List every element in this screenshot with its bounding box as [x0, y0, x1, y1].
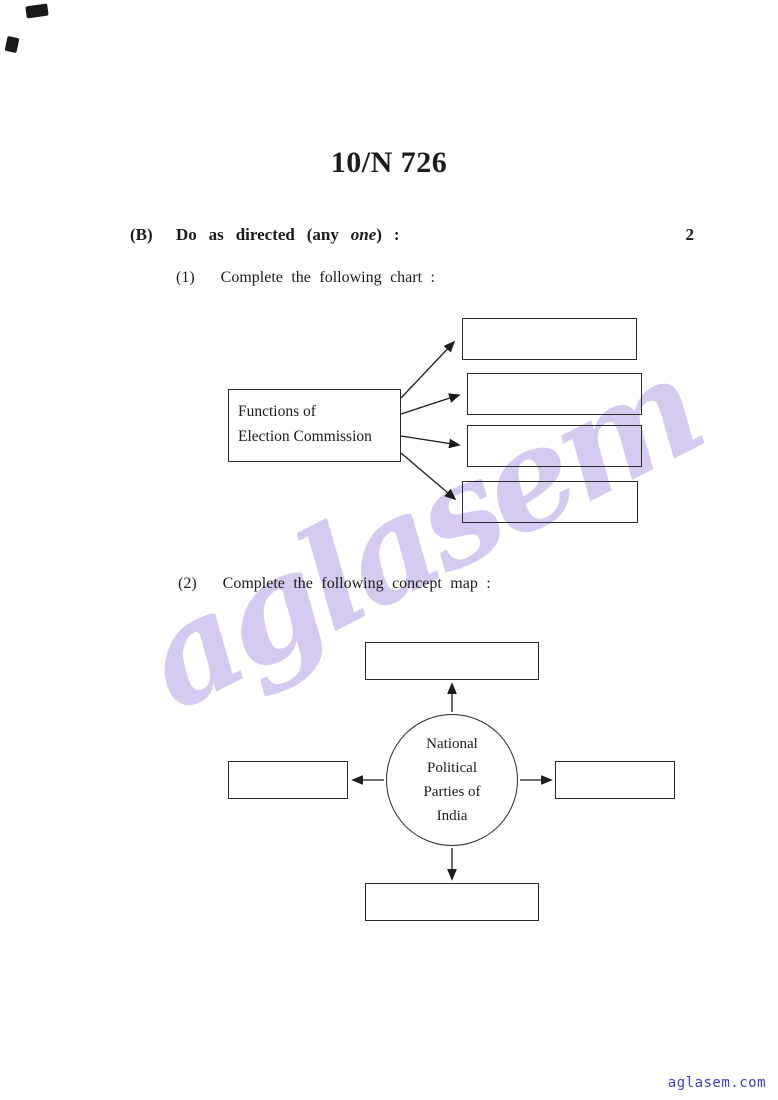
sub-question-1-label: (1) [176, 269, 195, 286]
chart-arrow-4 [400, 452, 457, 501]
question-b-marks: 2 [685, 225, 695, 244]
chart-arrow-1 [400, 340, 456, 399]
sub-question-2-label: (2) [178, 575, 197, 592]
concept-map-center-line-2: Political [427, 760, 477, 776]
chart-source-label-line-1: Functions of [238, 403, 316, 420]
concept-map-answer-box-top[interactable] [365, 642, 539, 680]
site-credit: aglasem.com [667, 1075, 766, 1091]
question-b-text: Do as directed (any one) : [176, 225, 400, 245]
concept-map-answer-box-left[interactable] [228, 761, 348, 799]
question-b: (B) Do as directed (any one) : 2 [130, 225, 694, 245]
question-b-text-before: Do as directed (any [176, 225, 351, 244]
question-b-text-after: ) : [376, 225, 400, 244]
concept-map-center-circle: National Political Parties of India [386, 714, 518, 846]
chart-source-label-line-2: Election Commission [238, 428, 372, 445]
concept-map-center-line-1: National [426, 736, 478, 752]
scan-artifact [25, 3, 49, 19]
concept-map-center-line-3: Parties of [423, 784, 481, 800]
concept-map-answer-box-bottom[interactable] [365, 883, 539, 921]
page-title: 10/N 726 [330, 146, 448, 179]
chart-arrow-2 [400, 393, 461, 415]
concept-map-answer-box-right[interactable] [555, 761, 675, 799]
chart-answer-box-1[interactable] [462, 318, 637, 360]
chart-arrow-3 [400, 435, 461, 449]
chart-source-box: Functions of Election Commission [228, 389, 401, 462]
chart-answer-box-2[interactable] [467, 373, 642, 415]
chart-answer-box-3[interactable] [467, 425, 642, 467]
sub-question-2-text: Complete the following concept map : [222, 575, 491, 592]
sub-question-1-text: Complete the following chart : [220, 269, 435, 286]
concept-map-center-line-4: India [436, 808, 468, 824]
scan-artifact [4, 35, 20, 54]
question-b-label: (B) [130, 225, 153, 244]
chart-answer-box-4[interactable] [462, 481, 638, 523]
question-b-emphasis: one [350, 225, 377, 244]
sub-question-1: (1) Complete the following chart : [176, 269, 435, 287]
sub-question-2: (2) Complete the following concept map : [178, 575, 491, 593]
